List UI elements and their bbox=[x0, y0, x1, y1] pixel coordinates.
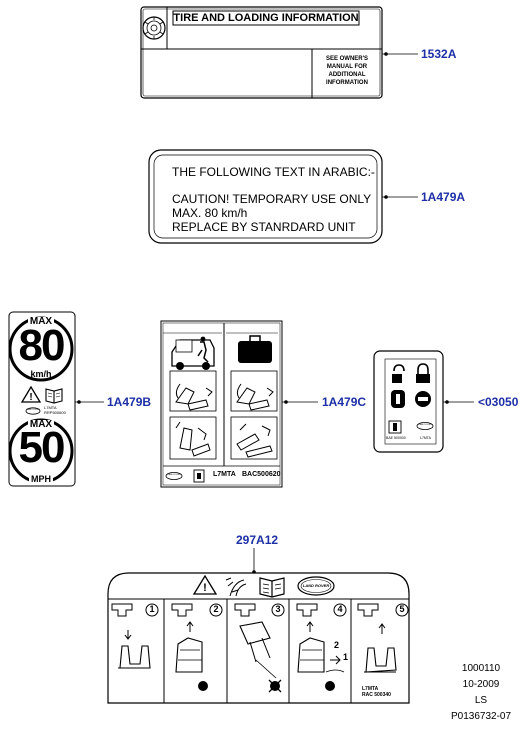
svg-text:!: ! bbox=[203, 582, 207, 594]
headrest-label: ! bbox=[107, 572, 410, 704]
speed-small-code-2: RRP500600 bbox=[44, 410, 66, 415]
speed-bottom-max: MAX bbox=[29, 419, 53, 430]
speed-bottom-value: 50 bbox=[18, 423, 66, 472]
callout-1a479c: 1A479C bbox=[322, 395, 367, 409]
speed-top-max: MAX bbox=[29, 316, 53, 327]
callout-1a479a: 1A479A bbox=[421, 190, 466, 204]
seat-brand: LAND ROVER bbox=[167, 474, 181, 476]
step-number-1: 1 bbox=[149, 604, 155, 614]
speed-small-code-1: L7MTA bbox=[44, 405, 57, 410]
info-book-icon bbox=[388, 420, 402, 434]
land-rover-badge bbox=[416, 421, 434, 430]
lock-brand: LAND ROVER bbox=[418, 424, 432, 426]
step-number-2: 2 bbox=[213, 604, 219, 614]
svg-text:!: ! bbox=[29, 392, 32, 403]
airbag-icon bbox=[225, 577, 247, 597]
headrest-code-2: RAC 500340 bbox=[362, 692, 391, 698]
tire-label-note: SEE OWNER'S MANUAL FOR ADDITIONAL INFORM… bbox=[325, 56, 369, 86]
step-5-diagram bbox=[364, 623, 397, 673]
land-rover-badge bbox=[297, 576, 335, 596]
vehicle-rear-icon bbox=[171, 336, 215, 370]
footer-figure-id: P0136732-07 bbox=[450, 711, 512, 722]
callout-297a12: 297A12 bbox=[236, 533, 279, 547]
callout-1532a: 1532A bbox=[421, 47, 457, 61]
land-rover-badge bbox=[165, 471, 183, 480]
tire-icon bbox=[142, 16, 166, 40]
step-header-icons bbox=[111, 603, 409, 617]
speed-top-unit: km/h bbox=[30, 369, 52, 379]
warning-icon: ! bbox=[20, 385, 42, 403]
footer-initials: LS bbox=[474, 695, 488, 706]
step-number-3: 3 bbox=[275, 604, 281, 614]
step-4-diagram bbox=[297, 621, 345, 691]
lock-code-1: BAE 500000 bbox=[386, 436, 406, 440]
step-number-5: 5 bbox=[399, 604, 405, 614]
step-3-diagram bbox=[239, 621, 282, 693]
unlock-button-icon bbox=[391, 390, 405, 408]
manual-book-icon bbox=[259, 577, 285, 598]
lock-code-2: L7MTA bbox=[420, 436, 432, 440]
locked-icon bbox=[416, 363, 430, 383]
speed-bottom-unit: MPH bbox=[31, 474, 51, 484]
headrest-brand: LAND ROVER bbox=[302, 583, 330, 588]
seat-fold-diagram-4 bbox=[230, 416, 278, 460]
step-number-4: 4 bbox=[337, 604, 343, 614]
headrest-code-1: L7MTA bbox=[362, 686, 379, 692]
footer-ref-1: 1000110 bbox=[461, 663, 501, 674]
callout-03050: <03050 bbox=[478, 395, 519, 409]
speed-label: ! bbox=[8, 311, 76, 487]
step-4-arrow-label-1: 1 bbox=[343, 652, 349, 662]
warning-icon: ! bbox=[192, 574, 218, 595]
unlocked-icon bbox=[392, 364, 405, 383]
footer-date: 10-2009 bbox=[462, 679, 500, 690]
arabic-label bbox=[148, 149, 383, 244]
seat-code-2: BAC500620 bbox=[242, 471, 281, 478]
luggage-icon bbox=[238, 335, 272, 363]
manual-info-icon bbox=[193, 469, 205, 483]
speed-brand: LAND ROVER bbox=[26, 409, 40, 411]
seat-code-1: L7MTA bbox=[213, 471, 236, 478]
callout-1a479b: 1A479B bbox=[107, 395, 152, 409]
step-4-arrow-label-2: 2 bbox=[334, 640, 340, 650]
step-2-diagram bbox=[175, 621, 208, 691]
tire-label bbox=[140, 6, 383, 99]
seat-fold-diagram-1 bbox=[169, 370, 217, 412]
seat-fold-diagram-3 bbox=[169, 416, 217, 460]
arabic-label-text: THE FOLLOWING TEXT IN ARABIC:- CAUTION! … bbox=[172, 165, 375, 234]
tire-label-title: TIRE AND LOADING INFORMATION bbox=[173, 12, 359, 24]
manual-book-icon bbox=[45, 388, 63, 404]
seat-label bbox=[160, 320, 283, 488]
seat-fold-diagram-2 bbox=[230, 370, 278, 412]
lock-button-icon bbox=[415, 391, 431, 407]
speed-top-value: 80 bbox=[18, 321, 66, 370]
land-rover-badge bbox=[25, 407, 41, 415]
step-1-diagram bbox=[118, 630, 151, 669]
lock-label bbox=[373, 350, 444, 453]
